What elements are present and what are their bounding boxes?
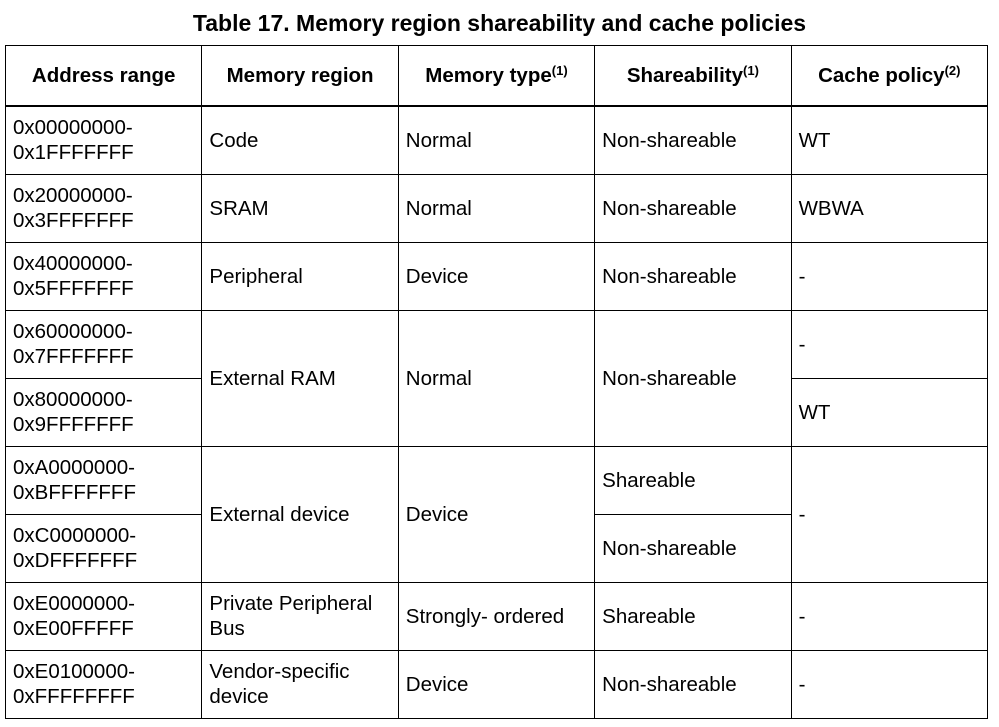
cache-policy-cell: -: [790, 241, 989, 311]
shareability-cell: Non-shareable: [594, 241, 792, 311]
header-shareability-label: Shareability: [626, 64, 744, 87]
address-end: 0x9FFFFFFF: [13, 413, 134, 436]
memory-region-line: Bus: [209, 617, 245, 640]
footnote-marker: (1): [743, 63, 759, 78]
address-start: 0xE0100000-: [13, 660, 135, 683]
table-header-row: Address range Memory region Memory type(…: [4, 45, 989, 107]
address-range-cell: 0x80000000-0x9FFFFFFF: [4, 377, 203, 447]
address-end: 0xBFFFFFFF: [13, 481, 136, 504]
header-memory-region-label: Memory region: [226, 64, 374, 87]
shareability-cell: Non-shareable: [594, 105, 792, 175]
shareability-cell: Non-shareable: [594, 649, 792, 719]
table-row: 0xE0000000-0xE00FFFFF Private Peripheral…: [4, 581, 989, 651]
shareability-cell: Shareable: [594, 445, 792, 515]
table-row: 0x00000000-0x1FFFFFFF Code Normal Non-sh…: [4, 105, 989, 175]
memory-region-line: Vendor-specific: [209, 660, 350, 683]
cache-policy-cell: WT: [790, 105, 989, 175]
address-start: 0x20000000-: [13, 184, 133, 207]
footnote-marker: (1): [551, 63, 568, 78]
address-start: 0x80000000-: [13, 388, 133, 411]
cache-policy-cell: WBWA: [790, 173, 989, 243]
memory-type-cell: Normal: [397, 173, 596, 243]
memory-region-cell: Peripheral: [201, 241, 399, 311]
memory-region-table: Address range Memory region Memory type(…: [4, 45, 989, 719]
table-row: 0x80000000-0x9FFFFFFF WT: [4, 377, 989, 447]
memory-region-cell: External RAM: [201, 309, 399, 447]
shareability-cell: Shareable: [594, 581, 792, 651]
memory-region-line: Private Peripheral: [209, 592, 373, 615]
address-range-cell: 0x40000000-0x5FFFFFFF: [4, 241, 203, 311]
memory-region-cell: Code: [201, 105, 399, 175]
header-memory-region: Memory region: [201, 45, 399, 107]
table-row: 0x60000000-0x7FFFFFFF External RAM Norma…: [4, 309, 989, 447]
shareability-cell: Non-shareable: [594, 309, 792, 447]
address-end: 0x7FFFFFFF: [13, 345, 134, 368]
cache-policy-cell: WT: [790, 377, 989, 447]
table-row: 0x20000000-0x3FFFFFFF SRAM Normal Non-sh…: [4, 173, 989, 243]
table-caption: Table 17. Memory region shareability and…: [192, 10, 807, 36]
address-end: 0x1FFFFFFF: [13, 141, 134, 165]
address-start: 0xE0000000-: [13, 592, 135, 615]
header-cache-policy: Cache policy(2): [790, 45, 989, 107]
address-end: 0xFFFFFFFF: [13, 685, 135, 708]
memory-type-cell: Strongly- ordered: [397, 581, 596, 651]
address-range-cell: 0x20000000-0x3FFFFFFF: [4, 173, 203, 243]
footnote-marker: (2): [944, 63, 961, 78]
memory-type-cell: Device: [397, 649, 596, 719]
shareability-cell: Non-shareable: [594, 173, 792, 243]
cache-policy-cell: -: [790, 445, 989, 583]
address-range-cell: 0xE0000000-0xE00FFFFF: [4, 581, 203, 651]
address-range-cell: 0xE0100000-0xFFFFFFFF: [4, 649, 203, 719]
address-start: 0xA0000000-: [13, 456, 135, 479]
header-memory-type-label: Memory type: [425, 64, 552, 87]
cache-policy-cell: -: [790, 581, 989, 651]
address-start: 0x60000000-: [13, 320, 133, 343]
cache-policy-cell: -: [790, 649, 989, 719]
memory-type-cell: Device: [397, 445, 596, 583]
shareability-cell: Non-shareable: [594, 513, 792, 583]
memory-type-cell: Normal: [397, 309, 596, 447]
cache-policy-cell: -: [790, 309, 989, 379]
table-row: 0x40000000-0x5FFFFFFF Peripheral Device …: [4, 241, 989, 311]
address-start: 0x00000000-: [13, 116, 133, 140]
address-range-cell: 0xC0000000-0xDFFFFFFF: [4, 513, 203, 583]
header-address-range-label: Address range: [31, 64, 176, 87]
memory-type-cell: Device: [397, 241, 596, 311]
table-row: 0xA0000000-0xBFFFFFFF External device De…: [4, 445, 989, 583]
header-memory-type: Memory type(1): [397, 45, 596, 107]
address-end: 0xDFFFFFFF: [13, 549, 138, 572]
address-end: 0x3FFFFFFF: [13, 209, 134, 232]
memory-region-line: device: [209, 685, 269, 708]
address-start: 0xC0000000-: [13, 524, 137, 547]
memory-type-cell: Normal: [397, 105, 596, 175]
memory-region-cell: External device: [201, 445, 399, 583]
address-end: 0x5FFFFFFF: [13, 277, 134, 300]
memory-region-cell: SRAM: [201, 173, 399, 243]
address-start: 0x40000000-: [13, 252, 133, 275]
header-shareability: Shareability(1): [594, 45, 792, 107]
table-row: 0xC0000000-0xDFFFFFFF Non-shareable: [4, 513, 988, 583]
address-end: 0xE00FFFFF: [13, 617, 134, 640]
address-range-cell: 0xA0000000-0xBFFFFFFF: [4, 445, 203, 515]
address-range-cell: 0x60000000-0x7FFFFFFF: [4, 309, 203, 379]
header-cache-policy-label: Cache policy: [818, 64, 945, 87]
header-address-range: Address range: [4, 45, 203, 107]
address-range-cell: 0x00000000-0x1FFFFFFF: [4, 105, 203, 175]
